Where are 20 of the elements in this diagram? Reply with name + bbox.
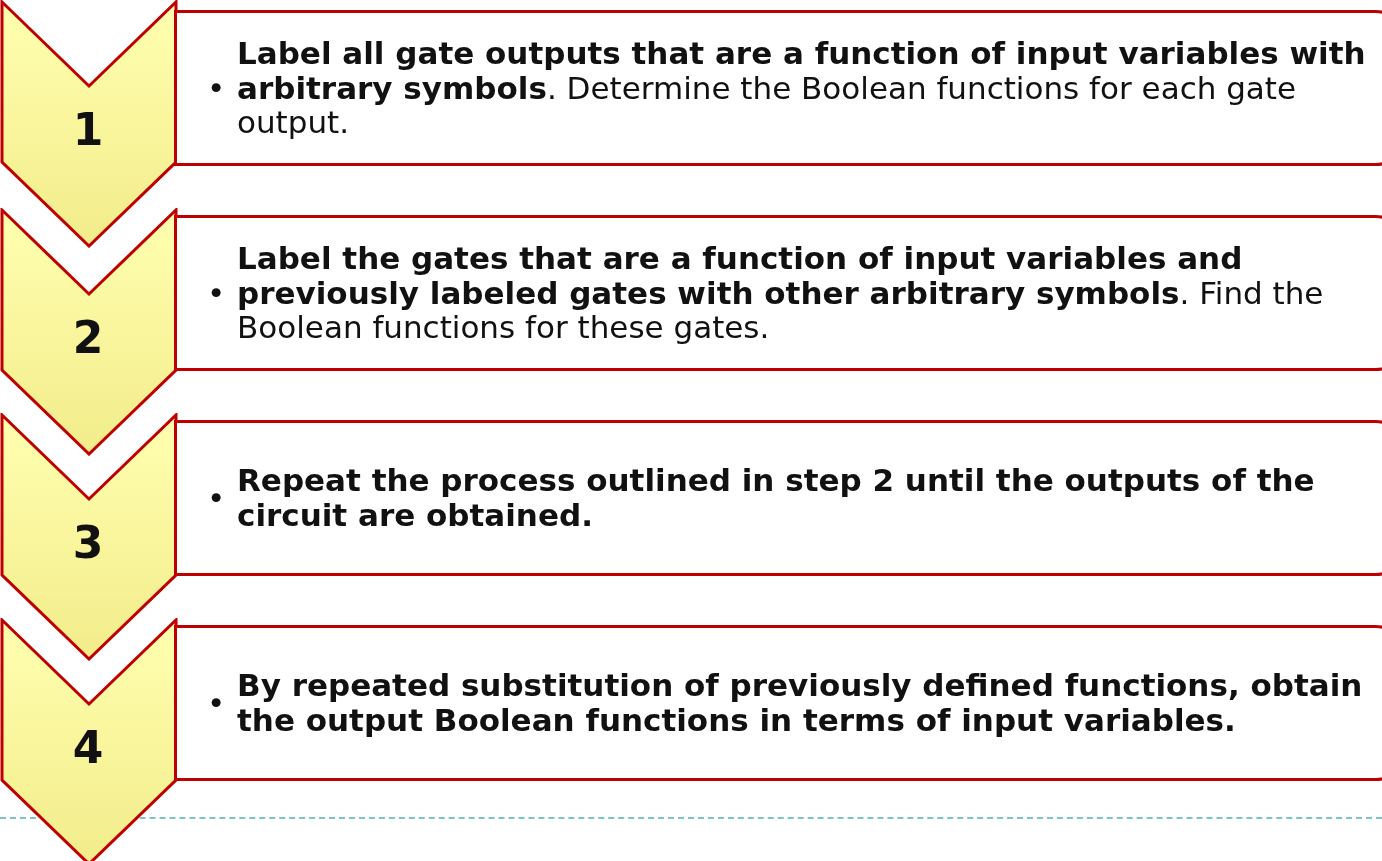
- step-number: 3: [71, 517, 105, 568]
- chevron-shape: [0, 618, 178, 861]
- step-number: 1: [71, 104, 105, 155]
- step-description: Repeat the process outlined in step 2 until the outputs of the circuit are obtained.: [237, 463, 1316, 533]
- bullet: •: [207, 275, 227, 311]
- step-box: [174, 10, 1382, 166]
- bullet: •: [207, 70, 227, 106]
- step-description: Label all gate outputs that are a function of input variables with arbitrary symbols. Determine the Boolean functions for each gate output.: [237, 35, 1367, 141]
- bullet: •: [207, 480, 227, 516]
- chevron-shape: [0, 208, 178, 456]
- step-description: Label the gates that are a function of input variables and previously labeled gates with other arbitrary symbols. Find the Boolean functions for these gates.: [237, 240, 1325, 346]
- bullet: •: [207, 685, 227, 721]
- chevron-shape: [0, 413, 178, 661]
- chevron-shape: [0, 0, 178, 248]
- step-box: [174, 215, 1382, 371]
- step-number: 2: [71, 312, 105, 363]
- step-description: By repeated substitution of previously defined functions, obtain the output Boolean functions in terms of input variables.: [237, 668, 1364, 738]
- step-box: [174, 420, 1382, 576]
- step-number: 4: [71, 722, 105, 773]
- step-box: [174, 625, 1382, 781]
